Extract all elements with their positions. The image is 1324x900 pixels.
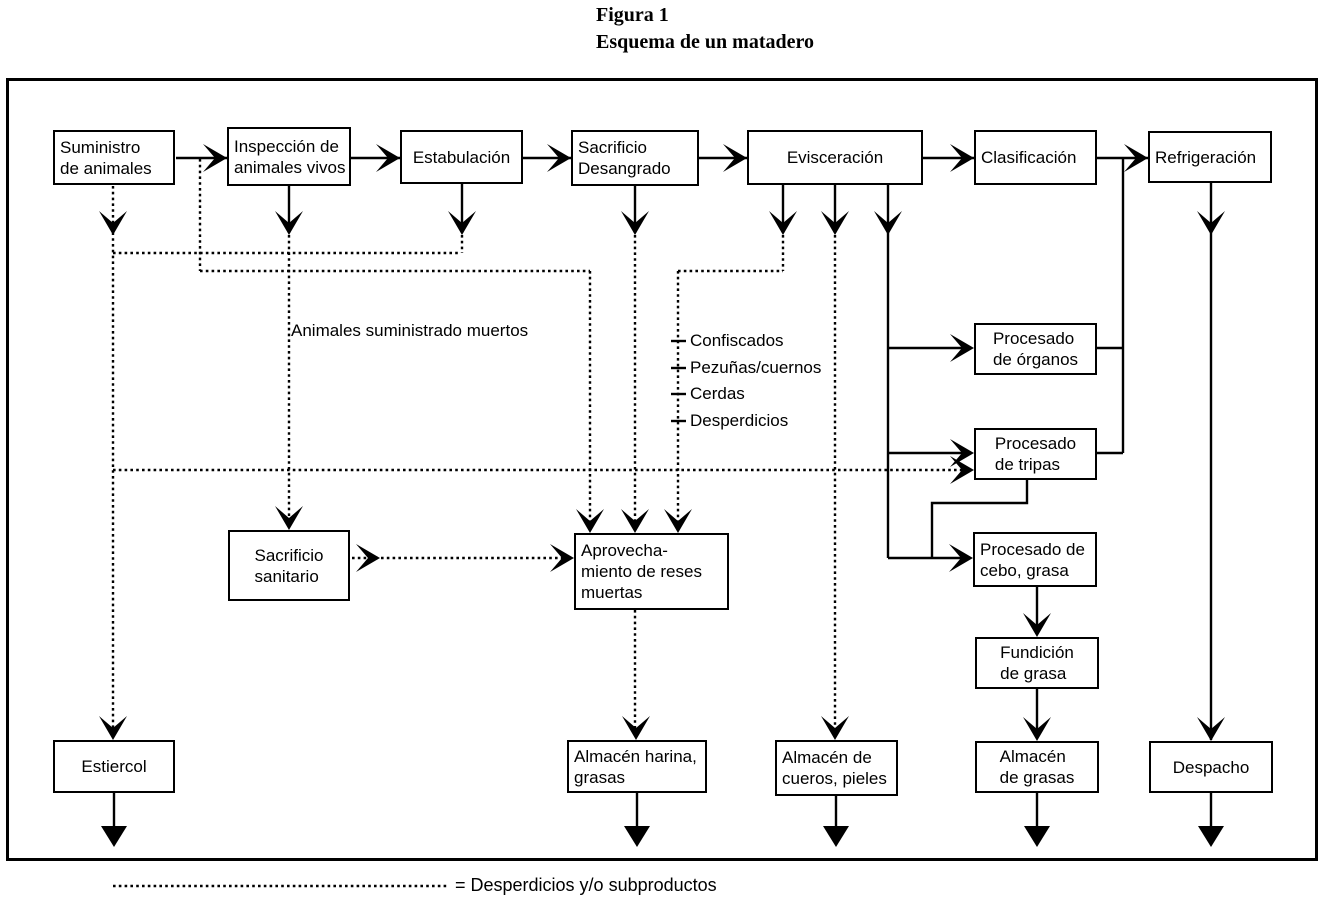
byproduct-item: Confiscados (690, 331, 784, 350)
figure-title-line1: Figura 1 (596, 4, 669, 26)
box-inspeccion: Inspección de animales vivos (227, 127, 351, 186)
figure-title: Figura 1 Esquema de un matadero (596, 2, 814, 56)
byproduct-item: Pezuñas/cuernos (690, 358, 822, 377)
box-sacrificio-sanitario: Sacrificio sanitario (228, 530, 350, 601)
byproduct-item: Cerdas (690, 384, 745, 403)
box-almacen-harina: Almacén harina, grasas (567, 740, 707, 793)
box-evisceracion: Evisceración (747, 130, 923, 185)
box-procesado-cebo: Procesado de cebo, grasa (973, 532, 1097, 587)
box-despacho: Despacho (1149, 741, 1273, 793)
byproduct-item: Desperdicios (690, 411, 789, 430)
box-aprovechamiento: Aprovecha- miento de reses muertas (574, 533, 729, 610)
box-procesado-organos: Procesado de órganos (974, 323, 1097, 375)
box-estabulacion: Estabulación (400, 130, 523, 184)
box-refrigeracion: Refrigeración (1148, 131, 1272, 183)
box-almacen-grasas: Almacén de grasas (975, 741, 1099, 793)
dead-animals-label: Animales suministrado muertos (291, 321, 529, 340)
box-procesado-tripas: Procesado de tripas (974, 428, 1097, 480)
figure-title-line2: Esquema de un matadero (596, 31, 814, 53)
diagram-frame (6, 78, 1318, 861)
legend-label: = Desperdicios y/o subproductos (455, 875, 717, 895)
box-estiercol: Estiercol (53, 740, 175, 793)
box-fundicion-grasa: Fundición de grasa (975, 637, 1099, 689)
box-sacrificio-desangrado: Sacrificio Desangrado (571, 130, 699, 186)
box-almacen-cueros: Almacén de cueros, pieles (775, 740, 898, 796)
box-clasificacion: Clasificación (974, 130, 1097, 185)
box-suministro: Suministro de animales (53, 130, 175, 185)
